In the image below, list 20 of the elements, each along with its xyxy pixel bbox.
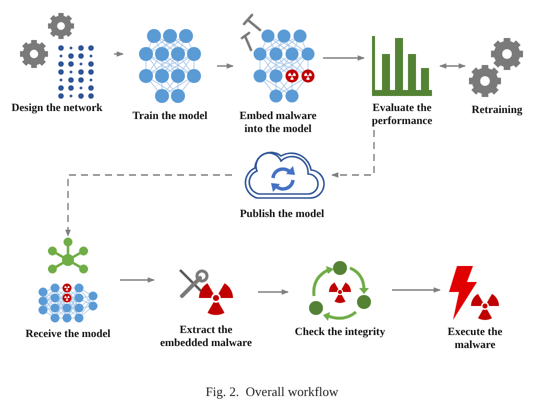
step-label: Train the model: [132, 110, 208, 123]
arrow: [120, 277, 155, 283]
step-label: Retraining: [470, 104, 524, 117]
arrow: [114, 51, 124, 57]
step-label: Design the network: [10, 102, 104, 115]
step-label: Check the integrity: [294, 326, 386, 339]
arrow: [65, 174, 232, 237]
step-label: Receive the model: [24, 328, 112, 341]
arrow: [331, 130, 375, 178]
arrow: [258, 289, 289, 295]
step-label: Embed malware into the model: [238, 110, 318, 136]
step-label: Execute the malware: [446, 326, 504, 352]
figure-caption: Fig. 2. Overall workflow: [204, 384, 340, 400]
arrow: [439, 63, 466, 69]
step-label: Extract the embedded malware: [159, 324, 253, 350]
arrow: [323, 55, 365, 61]
arrow: [217, 63, 234, 69]
step-label: Publish the model: [238, 208, 326, 221]
step-label: Evaluate the performance: [370, 102, 434, 128]
arrow: [392, 287, 441, 293]
